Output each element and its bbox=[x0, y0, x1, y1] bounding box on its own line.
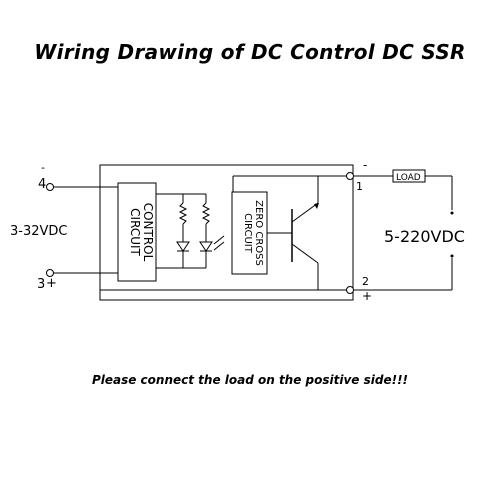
led-indicator bbox=[199, 241, 213, 252]
output-voltage-label: 5-220VDC bbox=[384, 227, 465, 246]
terminal-1 bbox=[346, 172, 354, 180]
diagram-title: Wiring Drawing of DC Control DC SSR bbox=[34, 40, 466, 64]
terminal-3-sign: + bbox=[46, 276, 57, 291]
resistor-2 bbox=[201, 202, 211, 225]
terminal-4-sign: - bbox=[41, 161, 45, 174]
terminal-2-label: 2 bbox=[362, 275, 369, 288]
terminal-4 bbox=[46, 183, 54, 191]
terminal-1-label: 1 bbox=[356, 180, 363, 193]
control-circuit-box bbox=[117, 182, 157, 282]
resistor-1 bbox=[178, 202, 188, 225]
wiring-note: Please connect the load on the positive … bbox=[91, 373, 409, 387]
load-wire-dot-top bbox=[450, 211, 454, 215]
terminal-3 bbox=[46, 269, 54, 277]
terminal-2-sign: + bbox=[362, 289, 372, 303]
input-voltage-label: 3-32VDC bbox=[10, 224, 67, 239]
transistor-arrow bbox=[314, 203, 319, 209]
load-label: LOAD bbox=[396, 173, 421, 183]
terminal-1-sign: - bbox=[363, 158, 367, 172]
diode-1 bbox=[176, 241, 190, 252]
terminal-2 bbox=[346, 286, 354, 294]
transistor-emitter bbox=[291, 243, 319, 264]
control-circuit-label-line2: CIRCUIT bbox=[128, 208, 142, 256]
transistor-collector bbox=[291, 202, 319, 223]
control-circuit-label-line1: CONTROL bbox=[141, 203, 155, 262]
zero-cross-label-line2: CIRCUIT bbox=[242, 213, 253, 254]
load-wire-dot-bottom bbox=[450, 254, 454, 258]
terminal-4-label: 4 bbox=[38, 177, 46, 192]
ssr-body-outline bbox=[99, 164, 354, 301]
zero-cross-label-line1: ZERO CROSS bbox=[253, 200, 264, 266]
terminal-3-label: 3 bbox=[37, 277, 45, 292]
